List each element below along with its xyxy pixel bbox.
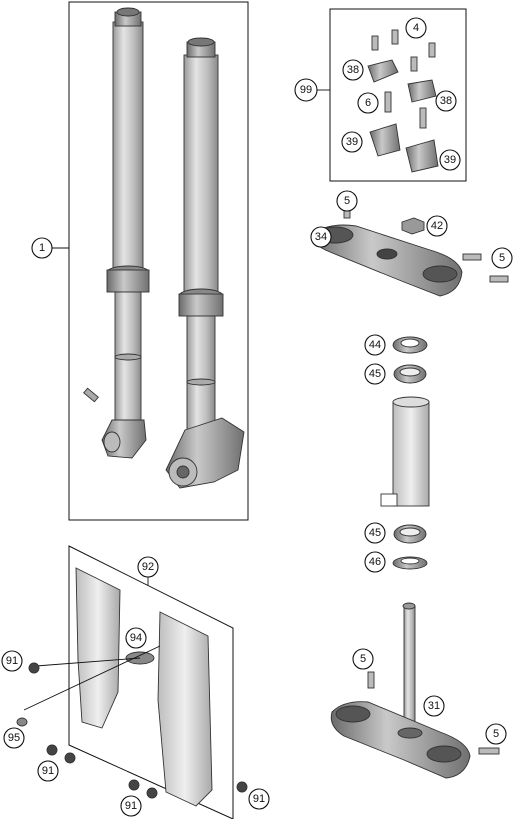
callout-94: 94 bbox=[125, 627, 147, 649]
fork-leg-right bbox=[165, 37, 245, 489]
svg-text:31: 31 bbox=[428, 700, 440, 712]
callout-45-lower: 45 bbox=[364, 522, 386, 544]
svg-text:99: 99 bbox=[300, 84, 312, 96]
svg-text:39: 39 bbox=[346, 136, 358, 148]
clamp-kit-parts bbox=[367, 29, 439, 173]
svg-text:45: 45 bbox=[369, 368, 381, 380]
callout-95: 95 bbox=[3, 727, 25, 749]
callout-91-middle: 91 bbox=[37, 760, 59, 782]
svg-text:5: 5 bbox=[360, 653, 366, 665]
svg-text:45: 45 bbox=[369, 527, 381, 539]
svg-text:92: 92 bbox=[142, 561, 154, 573]
callout-92: 92 bbox=[137, 556, 159, 578]
svg-text:1: 1 bbox=[39, 242, 45, 254]
callout-31: 31 bbox=[423, 695, 445, 717]
callout-5-upper-right: 5 bbox=[491, 247, 513, 269]
callout-5-lower-left: 5 bbox=[352, 648, 374, 670]
svg-text:91: 91 bbox=[6, 655, 18, 667]
upper-triple-clamp bbox=[311, 203, 509, 297]
protector-screws bbox=[16, 662, 248, 799]
svg-text:5: 5 bbox=[344, 195, 350, 207]
callout-99: 99 bbox=[294, 78, 318, 102]
fork-protector-frame bbox=[68, 545, 234, 819]
callout-91-right: 91 bbox=[248, 788, 270, 810]
callout-38-upper: 38 bbox=[342, 59, 364, 81]
callout-34: 34 bbox=[310, 226, 332, 248]
svg-text:95: 95 bbox=[8, 732, 20, 744]
callout-42: 42 bbox=[426, 215, 448, 237]
clamp-kit-frame bbox=[329, 8, 467, 182]
callout-38-lower: 38 bbox=[435, 90, 457, 112]
callout-91-left: 91 bbox=[1, 650, 23, 672]
fork-leg-left bbox=[101, 7, 150, 459]
callout-39-left: 39 bbox=[341, 131, 363, 153]
callout-4: 4 bbox=[405, 17, 427, 39]
svg-text:38: 38 bbox=[347, 64, 359, 76]
svg-text:5: 5 bbox=[499, 252, 505, 264]
svg-text:5: 5 bbox=[493, 728, 499, 740]
svg-text:91: 91 bbox=[253, 793, 265, 805]
svg-text:44: 44 bbox=[369, 339, 381, 351]
svg-text:94: 94 bbox=[130, 632, 142, 644]
callout-44: 44 bbox=[364, 334, 386, 356]
callout-91-bottom: 91 bbox=[120, 795, 142, 817]
callout-5-upper-left: 5 bbox=[336, 190, 358, 212]
svg-text:6: 6 bbox=[365, 97, 371, 109]
callout-39-right: 39 bbox=[439, 149, 461, 171]
callout-46: 46 bbox=[364, 551, 386, 573]
svg-text:4: 4 bbox=[413, 22, 419, 34]
callout-45-upper: 45 bbox=[364, 363, 386, 385]
svg-text:34: 34 bbox=[315, 231, 327, 243]
svg-text:91: 91 bbox=[125, 800, 137, 812]
svg-text:91: 91 bbox=[42, 765, 54, 777]
fork-protectors bbox=[23, 567, 213, 807]
steering-bearings bbox=[380, 336, 430, 570]
svg-text:46: 46 bbox=[369, 556, 381, 568]
callout-5-lower-right: 5 bbox=[485, 723, 507, 745]
callout-6: 6 bbox=[357, 92, 379, 114]
svg-text:42: 42 bbox=[431, 220, 443, 232]
lower-triple-clamp bbox=[330, 602, 500, 779]
svg-text:39: 39 bbox=[444, 154, 456, 166]
svg-text:38: 38 bbox=[440, 95, 452, 107]
fork-assembly-frame bbox=[68, 1, 249, 521]
callout-1: 1 bbox=[31, 237, 53, 259]
